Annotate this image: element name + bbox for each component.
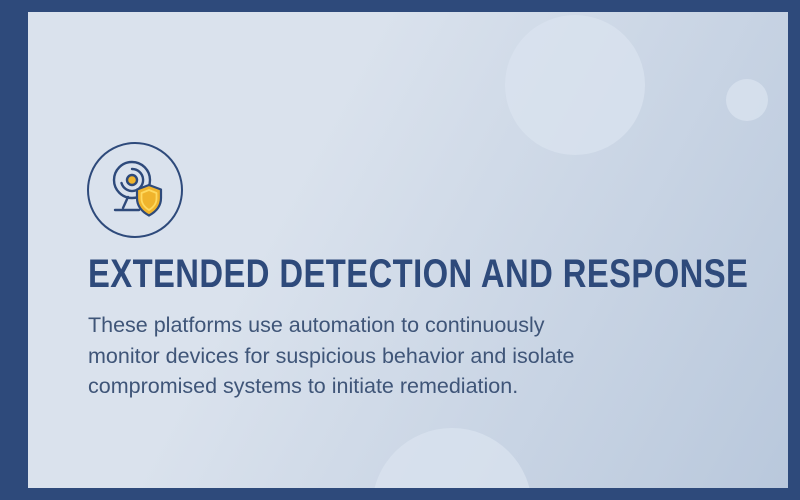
decorative-circle-small-right	[726, 79, 768, 121]
body-text: These platforms use automation to contin…	[88, 310, 574, 402]
security-camera-shield-icon	[85, 140, 185, 240]
content-area: EXTENDED DETECTION AND RESPONSE These pl…	[28, 12, 788, 488]
body-line-2: monitor devices for suspicious behavior …	[88, 343, 575, 368]
page-title: EXTENDED DETECTION AND RESPONSE	[88, 252, 749, 296]
shield-icon	[135, 183, 163, 217]
body-line-1: These platforms use automation to contin…	[88, 313, 545, 337]
decorative-circle-top-right	[505, 15, 645, 155]
camera-lens-icon	[112, 160, 152, 212]
body-line-3: compromised systems to initiate remediat…	[88, 374, 519, 399]
icon-badge-circle	[87, 142, 183, 238]
